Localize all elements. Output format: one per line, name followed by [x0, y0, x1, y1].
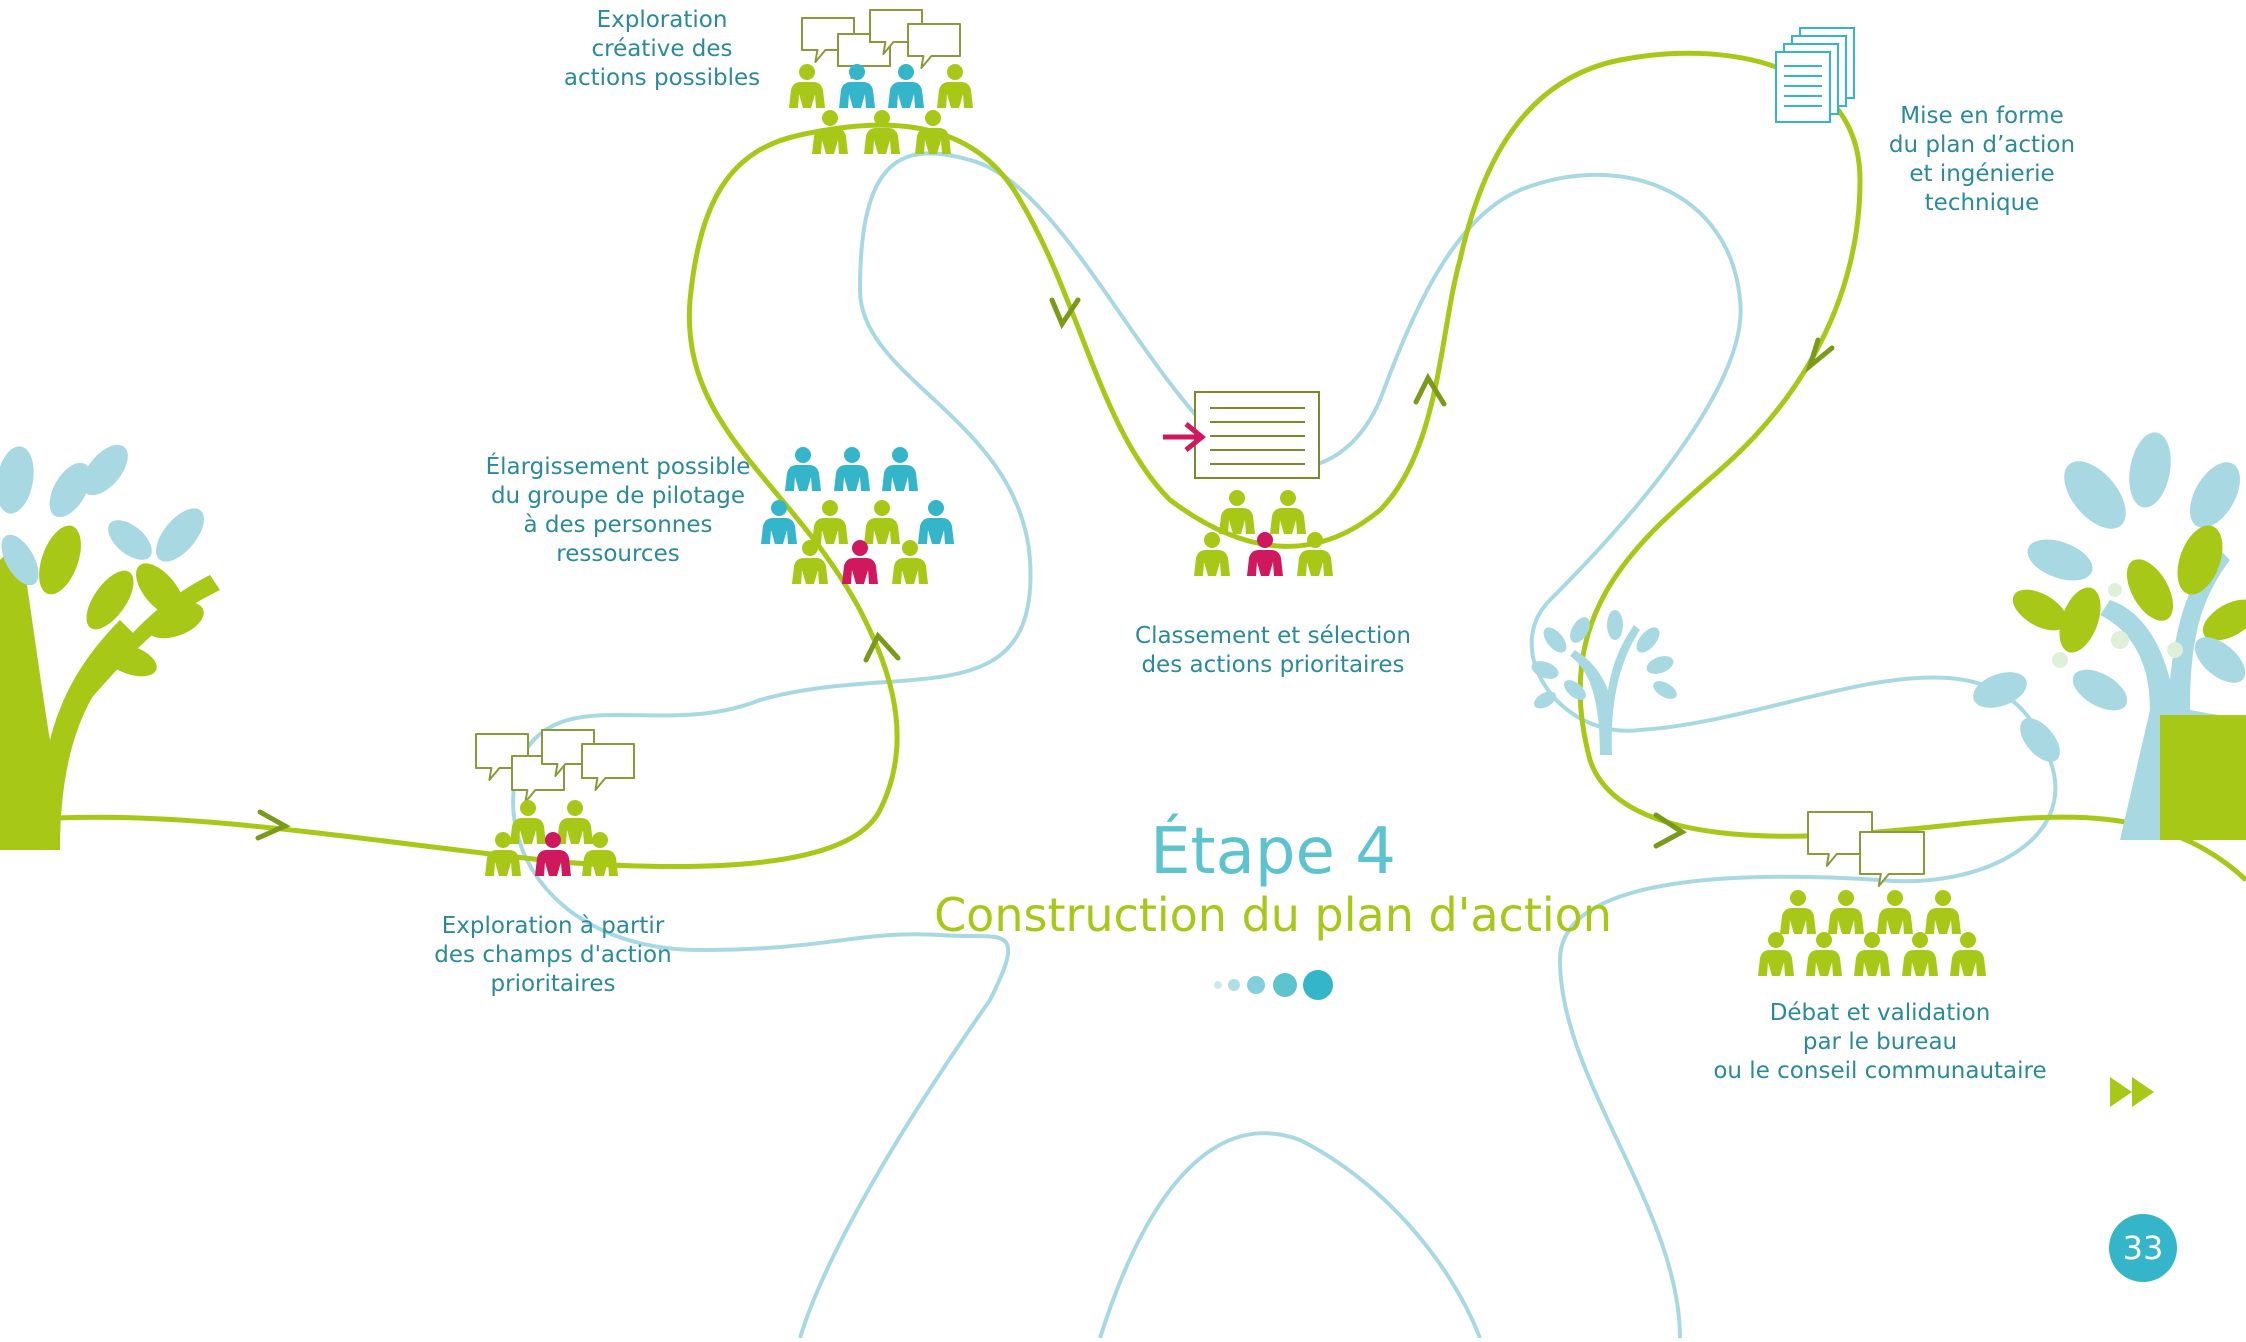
- person-icon: [1806, 932, 1842, 976]
- background-flow-path-2: [1098, 1131, 1482, 1339]
- person-icon: [1247, 532, 1283, 576]
- person-icon: [864, 110, 900, 154]
- speech-bubble-icon: [869, 9, 923, 55]
- person-icon: [834, 447, 870, 491]
- person-icon: [1925, 890, 1961, 934]
- arrow-icon: [1413, 372, 1447, 407]
- progress-dots: [1214, 970, 1333, 1000]
- person-icon: [535, 832, 571, 876]
- step-number: Étape 4: [1150, 815, 1396, 889]
- person-icon: [882, 447, 918, 491]
- person-icon: [1194, 532, 1230, 576]
- person-icon: [761, 500, 797, 544]
- person-icon: [582, 832, 618, 876]
- speech-bubbles-group: [475, 9, 1925, 887]
- progress-dot: [1247, 976, 1265, 994]
- arrow-heads: [255, 297, 1835, 849]
- arrow-icon: [1653, 812, 1687, 849]
- arrow-icon: [1049, 297, 1081, 330]
- people-groups: [485, 64, 1986, 976]
- person-icon: [888, 64, 924, 108]
- person-icon: [842, 540, 878, 584]
- person-icon: [918, 500, 954, 544]
- page-number-badge: 33: [2109, 1214, 2177, 1282]
- speech-bubble-icon: [907, 23, 961, 69]
- person-icon: [1902, 932, 1938, 976]
- person-icon: [1758, 932, 1794, 976]
- person-icon: [557, 800, 593, 844]
- list-board-icon: [1163, 391, 1320, 479]
- tree-left-icon: [0, 444, 220, 850]
- speech-bubble-icon: [801, 17, 855, 63]
- progress-dot: [1228, 979, 1240, 991]
- person-icon: [510, 800, 546, 844]
- person-icon: [864, 500, 900, 544]
- person-icon: [1219, 490, 1255, 534]
- person-icon: [1877, 890, 1913, 934]
- person-icon: [485, 832, 521, 876]
- person-icon: [1854, 932, 1890, 976]
- small-tree-icon: [1531, 610, 1677, 755]
- speech-bubble-icon: [475, 733, 529, 781]
- arrow-icon: [863, 631, 901, 663]
- person-icon: [1950, 932, 1986, 976]
- arrow-icon: [255, 809, 291, 841]
- person-icon: [1828, 890, 1864, 934]
- person-icon: [785, 447, 821, 491]
- person-icon: [812, 500, 848, 544]
- speech-bubble-icon: [541, 729, 595, 777]
- progress-dot: [1303, 970, 1333, 1000]
- progress-dot: [1273, 973, 1297, 997]
- tree-right-icon: [1973, 432, 2246, 840]
- arrow-icon: [1805, 337, 1835, 374]
- person-icon: [915, 110, 951, 154]
- person-icon: [1297, 532, 1333, 576]
- documents-icon: [1775, 27, 1855, 123]
- person-icon: [792, 540, 828, 584]
- person-icon: [1270, 490, 1306, 534]
- person-icon: [892, 540, 928, 584]
- speech-bubble-icon: [1859, 831, 1925, 887]
- speech-bubble-icon: [1807, 811, 1873, 867]
- person-icon: [1780, 890, 1816, 934]
- person-icon: [937, 64, 973, 108]
- speech-bubble-icon: [581, 743, 635, 791]
- person-icon: [839, 64, 875, 108]
- person-icon: [812, 110, 848, 154]
- progress-dot: [1214, 981, 1222, 989]
- fast-forward-icon[interactable]: [2110, 1077, 2154, 1107]
- person-icon: [789, 64, 825, 108]
- step-title: Construction du plan d'action: [934, 888, 1612, 942]
